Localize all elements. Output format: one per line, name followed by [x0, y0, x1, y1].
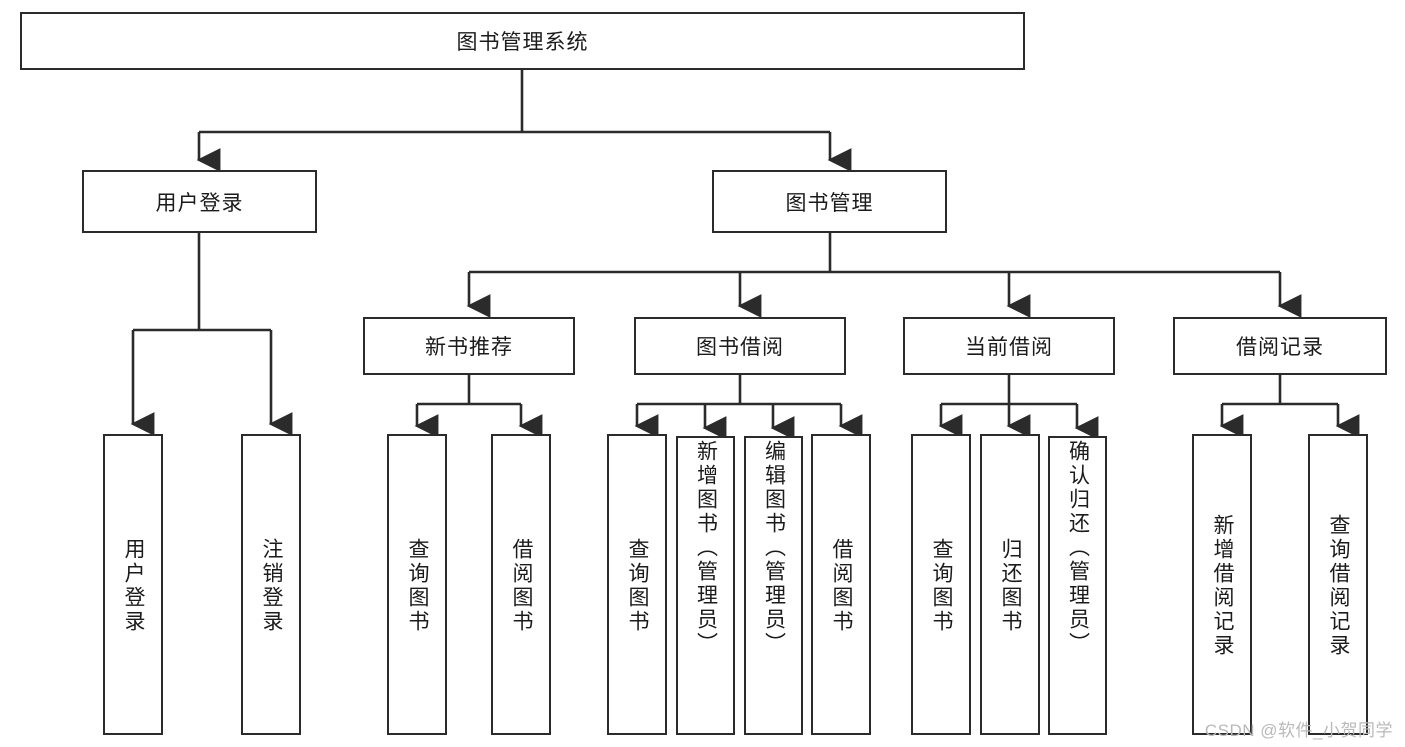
- leaf-query-book-1[interactable]: 查询图书: [387, 434, 447, 735]
- leaf-logout-login[interactable]: 注销登录: [241, 434, 301, 735]
- node-book-manage[interactable]: 图书管理: [712, 170, 947, 233]
- leaf-return-book[interactable]: 归还图书: [980, 434, 1040, 735]
- leaf-add-book[interactable]: 新增图书（管理员）: [676, 436, 735, 735]
- node-label: 编辑图书（管理员）: [762, 440, 786, 656]
- leaf-add-record[interactable]: 新增借阅记录: [1192, 434, 1252, 735]
- leaf-query-book-3[interactable]: 查询图书: [911, 434, 971, 735]
- node-label: 查询图书: [626, 537, 650, 634]
- node-label: 查询图书: [930, 537, 954, 634]
- node-label: 图书借阅: [696, 336, 784, 359]
- node-label: 归还图书: [999, 537, 1023, 634]
- leaf-borrow-book-1[interactable]: 借阅图书: [491, 434, 551, 735]
- node-borrow-record[interactable]: 借阅记录: [1173, 317, 1387, 375]
- node-label: 当前借阅: [965, 336, 1053, 359]
- node-label: 注销登录: [260, 537, 284, 634]
- leaf-query-book-2[interactable]: 查询图书: [607, 434, 667, 735]
- node-label: 查询借阅记录: [1327, 513, 1351, 658]
- leaf-borrow-book-2[interactable]: 借阅图书: [811, 434, 871, 735]
- node-label: 新增图书（管理员）: [694, 440, 718, 656]
- node-label: 确认归还（管理员）: [1066, 440, 1090, 656]
- node-label: 借阅记录: [1236, 336, 1324, 359]
- leaf-confirm-return[interactable]: 确认归还（管理员）: [1048, 436, 1107, 735]
- leaf-query-record[interactable]: 查询借阅记录: [1308, 434, 1368, 735]
- csdn-watermark: CSDN @软件_小贺同学: [1204, 721, 1393, 740]
- node-book-borrow[interactable]: 图书借阅: [634, 317, 846, 375]
- node-label: 图书管理系统: [456, 31, 589, 54]
- node-label: 查询图书: [406, 537, 430, 634]
- node-label: 用户登录: [122, 537, 146, 634]
- node-current-borrow[interactable]: 当前借阅: [903, 317, 1115, 375]
- node-new-book-rec[interactable]: 新书推荐: [363, 317, 575, 375]
- node-label: 用户登录: [155, 191, 244, 215]
- node-label: 借阅图书: [830, 537, 854, 634]
- node-label: 图书管理: [785, 191, 874, 215]
- node-label: 新增借阅记录: [1211, 513, 1235, 658]
- node-root-system[interactable]: 图书管理系统: [20, 12, 1025, 70]
- node-label: 新书推荐: [425, 336, 513, 359]
- leaf-user-login[interactable]: 用户登录: [103, 434, 163, 735]
- leaf-edit-book[interactable]: 编辑图书（管理员）: [744, 436, 803, 735]
- node-user-login[interactable]: 用户登录: [82, 170, 317, 233]
- node-label: 借阅图书: [510, 537, 534, 634]
